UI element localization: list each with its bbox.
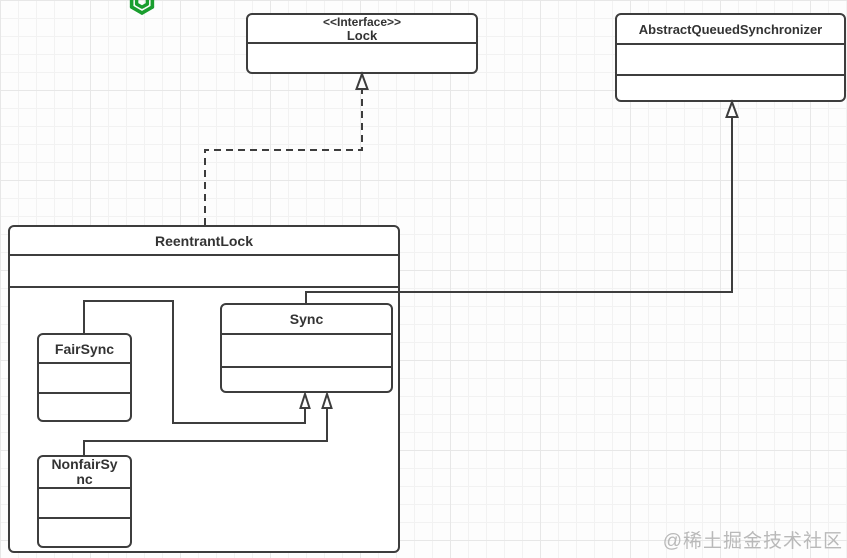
class-box-nonfairsync: NonfairSy nc xyxy=(37,455,132,548)
nonfairsync-fields-compartment xyxy=(39,487,130,517)
watermark-text: @稀土掘金技术社区 xyxy=(662,531,843,552)
lock-stereotype: <<Interface>> xyxy=(322,14,402,29)
fairsync-fields-compartment xyxy=(39,362,130,392)
class-box-fairsync: FairSync xyxy=(37,333,132,422)
connector-reentrantlock-to-lock xyxy=(204,71,369,225)
aqs-fields-compartment xyxy=(617,43,844,74)
class-name-aqs: AbstractQueuedSynchronizer xyxy=(638,21,823,37)
openai-logo-icon xyxy=(124,0,160,19)
aqs-methods-compartment xyxy=(617,74,844,100)
reentrantlock-fields-compartment xyxy=(10,254,398,286)
lock-empty-compartment xyxy=(248,42,476,72)
nonfairsync-methods-compartment xyxy=(39,517,130,546)
class-name-reentrantlock: ReentrantLock xyxy=(154,232,254,249)
class-box-sync: Sync xyxy=(220,303,393,393)
fairsync-methods-compartment xyxy=(39,392,130,420)
sync-methods-compartment xyxy=(222,366,391,391)
class-name-fairsync: FairSync xyxy=(54,340,115,357)
class-name-lock: Lock xyxy=(346,27,378,43)
reentrantlock-inner-compartment xyxy=(10,286,398,551)
class-name-sync: Sync xyxy=(289,311,324,327)
class-name-nonfairsync-line1: NonfairSy xyxy=(51,456,118,472)
sync-fields-compartment xyxy=(222,333,391,366)
class-box-aqs: AbstractQueuedSynchronizer xyxy=(615,13,846,102)
class-name-nonfairsync-line2: nc xyxy=(76,471,93,487)
class-box-lock: <<Interface>> Lock xyxy=(246,13,478,74)
